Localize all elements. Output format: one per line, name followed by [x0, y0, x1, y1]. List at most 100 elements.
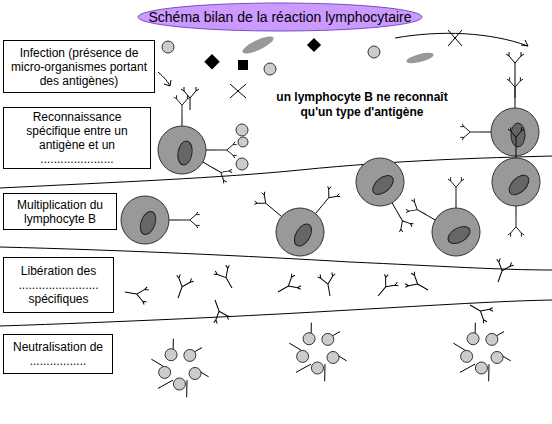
receptor-stem [203, 162, 212, 167]
antibody-symbol [404, 271, 433, 298]
antibody-symbol [448, 177, 464, 198]
cell-nucleus [445, 223, 473, 247]
receptor-stem [169, 220, 179, 221]
antigen-circle [475, 362, 487, 374]
antibody-stem [324, 364, 325, 381]
step-box: Reconnaissance spécifique entre un antig… [3, 107, 151, 169]
antibody-symbol [371, 273, 400, 302]
antibody-symbol [460, 124, 481, 140]
receptor-stem [516, 206, 517, 216]
antibody-stem [186, 380, 187, 397]
title-ellipse [138, 3, 422, 31]
antibody-symbol [405, 198, 431, 222]
cell-nucleus [291, 221, 315, 249]
receptor-stem [315, 206, 321, 214]
antigen-circle [236, 158, 248, 170]
receptor-stem [515, 98, 516, 108]
receptor-stem [456, 198, 457, 208]
antibody-symbol [490, 257, 515, 285]
arrowhead [164, 80, 171, 86]
antigen-circle [327, 351, 339, 363]
antigen-circle [173, 378, 185, 390]
step-box: Infection (présence de micro-organismes … [3, 40, 155, 93]
antibody-stem [460, 364, 475, 372]
antibody-symbol [179, 212, 200, 228]
antibody-symbol [213, 264, 240, 293]
step-box: Multiplication du lymphocyte B [3, 193, 117, 230]
step-text: Infection (présence de micro-organismes … [7, 46, 151, 88]
arrow-line [158, 72, 170, 86]
antibody-symbol [274, 273, 303, 300]
antigen-circle [461, 350, 473, 362]
receptor-stem [515, 75, 516, 98]
receptor-stem [427, 215, 436, 220]
antigen-circle [159, 366, 171, 378]
antigen-circle [368, 46, 380, 58]
antibody-stem [296, 364, 311, 372]
step-box: Libération des ........................ … [3, 257, 114, 313]
antibody-symbol [390, 207, 414, 233]
lymphocyte-b [356, 158, 404, 206]
antibody-symbol [466, 297, 495, 324]
antigen-circle [236, 124, 248, 136]
cross-mark [448, 30, 462, 46]
antibody-symbol [207, 297, 232, 325]
lymphocyte-b [432, 208, 480, 256]
antigen-circle [165, 349, 177, 361]
antigen-circle [162, 41, 174, 53]
antigen-circle [467, 333, 479, 345]
antibody-symbol [506, 52, 524, 75]
antibody-symbol [508, 216, 524, 237]
cell-nucleus [137, 209, 158, 236]
cross-mark [230, 84, 246, 98]
antigen-circle [189, 367, 201, 379]
arrow-line [395, 33, 528, 46]
antibody-symbol [207, 160, 233, 184]
antibody-stem [488, 364, 489, 381]
antigen-diamond [307, 38, 321, 52]
lymphocyte-b [121, 196, 169, 244]
antigen-circle [311, 362, 323, 374]
antigen-diamond [204, 54, 220, 70]
receptor-stem [481, 132, 491, 133]
step-box: Neutralisation de ................. [3, 334, 113, 374]
antibody-symbol [216, 142, 237, 158]
antigen-circle [303, 333, 315, 345]
antigen-circle [322, 333, 334, 345]
lymphocyte-b [491, 108, 539, 156]
antigen-circle [264, 63, 276, 75]
lymphocyte-b [158, 126, 206, 174]
cell-nucleus [369, 172, 396, 198]
antigen-circle [297, 350, 309, 362]
receptor-stem [516, 148, 517, 158]
step-text: Libération des ........................ … [7, 264, 110, 306]
antibody-symbol [508, 127, 524, 148]
antibody-symbol [317, 272, 339, 298]
step-text: Reconnaissance spécifique entre un antig… [7, 110, 147, 166]
arrowhead [521, 40, 528, 46]
receptor-stem [206, 150, 216, 151]
receptor-stem [182, 116, 183, 126]
antibody-symbol [123, 283, 149, 305]
antigen-circle [491, 351, 503, 363]
antibody-symbol [253, 191, 279, 217]
receptor-stem [392, 203, 397, 212]
antibody-symbol [174, 95, 190, 116]
lymphocyte-b [492, 158, 540, 206]
antibody-stem [158, 380, 173, 388]
receptor-stem [274, 210, 282, 216]
diagram-title: Schéma bilan de la réaction lymphocytair… [140, 5, 420, 29]
antibody-symbol [316, 185, 342, 211]
antigen-square [238, 60, 248, 70]
step-text: Multiplication du lymphocyte B [7, 198, 113, 226]
antigen-circle [238, 137, 248, 147]
antibody-symbol [170, 273, 195, 301]
note-text: un lymphocyte B ne reconnaît qu'un type … [262, 90, 462, 120]
antigen-ellipse [240, 33, 275, 56]
cell-nucleus [176, 140, 194, 166]
lymphocyte-b [276, 208, 324, 256]
antigen-circle [486, 333, 498, 345]
antigen-circle [184, 349, 196, 361]
antibody-symbol [181, 87, 199, 110]
cell-nucleus [506, 172, 533, 199]
